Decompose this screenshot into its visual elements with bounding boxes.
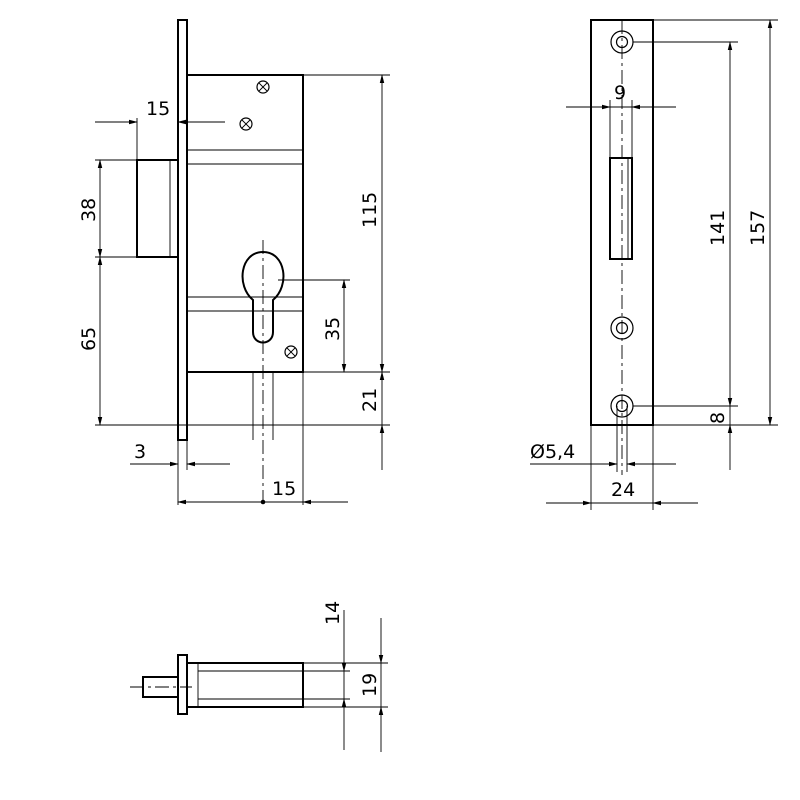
- dim-bolt-top: 14: [322, 601, 344, 625]
- side-view: 9 141 157 8 Ø5,4 24: [530, 19, 778, 510]
- screw-icon: [256, 80, 270, 94]
- dim-front-case-height: 115: [359, 192, 381, 228]
- dim-side-slot-width: 9: [614, 82, 626, 104]
- front-lock-case: [186, 74, 304, 373]
- dim-front-backset: 15: [146, 98, 170, 120]
- front-view: 15 38 65 35 115 21 3 15: [78, 19, 390, 505]
- dim-side-plate-width: 24: [611, 479, 635, 501]
- dim-bolt-height: 19: [359, 673, 381, 697]
- dim-front-bottom-offset: 21: [359, 388, 381, 412]
- dim-front-bottom-width: 15: [272, 478, 296, 500]
- bolt-flange: [177, 654, 188, 715]
- bolt-view: 14 19: [130, 601, 388, 752]
- screw-icon: [239, 117, 253, 131]
- dim-side-hole-spacing: 141: [707, 210, 729, 246]
- bolt-body: [186, 662, 304, 708]
- dim-side-plate-height: 157: [747, 210, 769, 246]
- screw-icon: [284, 345, 298, 359]
- side-bolt-slot: [609, 157, 633, 260]
- dim-front-bolt-height: 38: [78, 198, 100, 222]
- dim-side-hole-diameter: Ø5,4: [530, 441, 575, 463]
- front-faceplate: [177, 19, 188, 441]
- cylinder-profile: [241, 250, 285, 344]
- dim-front-cylinder-height: 35: [322, 317, 344, 341]
- dim-front-lower-offset: 65: [78, 327, 100, 351]
- front-latch-bolt: [136, 159, 179, 258]
- dim-side-hole-offset: 8: [707, 412, 729, 424]
- dim-front-faceplate-thickness: 3: [134, 441, 146, 463]
